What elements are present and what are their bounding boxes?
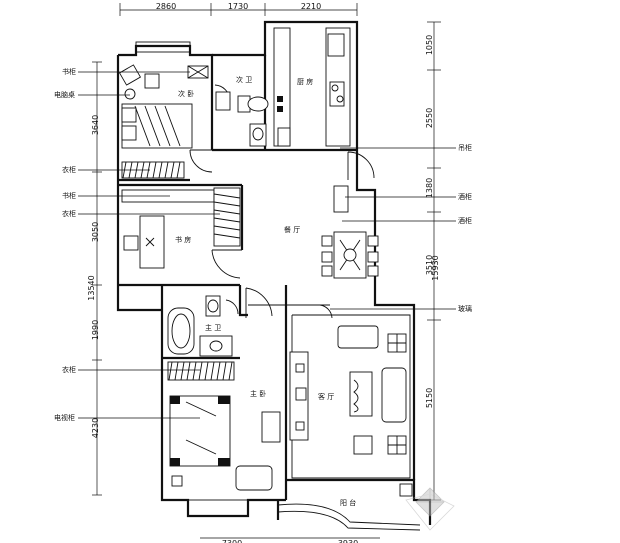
door-entry	[319, 304, 333, 319]
top-dim-1: 2860	[156, 2, 176, 11]
annotation-wine-cabinet-1: 酒柜	[458, 192, 472, 201]
bottom-dim-2: 3930	[338, 539, 358, 543]
right-dim-1: 1050	[425, 35, 434, 55]
annotation-wine-cabinet-2: 酒柜	[458, 216, 472, 225]
washer-icon	[399, 483, 413, 497]
right-dim-2: 2550	[425, 108, 434, 128]
top-dim-3: 2210	[301, 2, 321, 11]
master-bedroom-furniture	[167, 361, 281, 491]
chair-icon	[144, 73, 160, 89]
annotation-wall-cabinet: 吊柜	[458, 143, 472, 152]
bottom-dim-1: 7300	[222, 539, 242, 543]
room-label-dining: 餐 厅	[284, 225, 300, 234]
annotation-wardrobe-2: 衣柜	[62, 209, 76, 218]
dining-furniture	[321, 185, 379, 279]
left-dim-3: 1990	[91, 320, 100, 340]
kitchen-fixtures	[273, 27, 351, 147]
right-dimension-line: 1050 2550 1380 3510 15930 5150	[425, 21, 441, 501]
walls	[116, 20, 432, 531]
room-label-kitchen: 厨 房	[297, 77, 313, 86]
sofa-icon	[235, 465, 273, 491]
living-furniture	[289, 325, 413, 497]
right-dim-total: 15930	[431, 255, 440, 280]
room-label-second-bath: 次 卫	[236, 75, 252, 84]
coffee-table-icon	[349, 371, 373, 417]
fridge-icon	[277, 127, 291, 147]
desk-icon	[139, 215, 165, 269]
left-dim-4: 4230	[91, 418, 100, 438]
shower-icon	[215, 91, 231, 111]
chair-icon	[123, 235, 139, 251]
room-label-balcony: 阳 台	[340, 498, 356, 507]
bed-icon	[169, 395, 231, 467]
room-label-master-bath: 主 卫	[205, 323, 221, 332]
toilet-bowl-icon	[247, 96, 269, 112]
left-dimension-line: 3640 3050 13540 1990 4230	[87, 61, 102, 496]
annotation-wardrobe-1: 衣柜	[62, 165, 76, 174]
watermark-icon	[405, 487, 455, 531]
left-annotations: 书柜 电脑桌 衣柜 书柜 衣柜 衣柜 电视柜	[54, 67, 220, 422]
armchair-icon	[353, 435, 373, 455]
door-study	[211, 249, 242, 279]
annotation-bookcase-2: 书柜	[62, 191, 76, 200]
right-dim-4: 3510	[425, 255, 434, 275]
right-dim-3: 1380	[425, 178, 434, 198]
annotation-computer-desk: 电脑桌	[54, 90, 75, 99]
room-label-second-bedroom: 次 卧	[178, 89, 194, 98]
second-bedroom-furniture	[118, 64, 209, 179]
room-label-study: 书 房	[175, 235, 191, 244]
left-dim-2: 3050	[91, 222, 100, 242]
door-master-bath	[225, 299, 239, 315]
left-dim-1: 3640	[91, 115, 100, 135]
doors	[189, 84, 375, 319]
top-dimension-line: 2860 1730 2210	[119, 2, 358, 16]
left-dim-total: 13540	[87, 275, 96, 300]
master-bath-fixtures	[167, 295, 233, 357]
right-dim-5: 5150	[425, 388, 434, 408]
room-labels: 次 卧 次 卫 厨 房 书 房 餐 厅 主 卫 客 厅 主 卧 阳 台	[175, 75, 356, 507]
sink-icon	[327, 33, 345, 57]
room-label-master-bedroom: 主 卧	[250, 389, 266, 398]
lamp-icon	[124, 88, 136, 100]
room-label-living: 客 厅	[318, 392, 334, 401]
study-furniture	[121, 187, 241, 269]
door-kitchen	[347, 151, 375, 180]
armchair-icon	[337, 325, 379, 349]
door-second-bedroom	[189, 149, 213, 173]
door-master-bedroom	[245, 287, 273, 318]
second-bath-fixtures	[215, 91, 269, 147]
bottom-dimension-line: 7300 3930	[200, 537, 380, 543]
sofa-icon	[381, 367, 407, 423]
chair-icon	[118, 64, 142, 86]
top-dim-2: 1730	[228, 2, 248, 11]
annotation-bookcase-1: 书柜	[62, 67, 76, 76]
annotation-wardrobe-3: 衣柜	[62, 365, 76, 374]
right-annotations: 吊柜 酒柜 酒柜 玻璃	[330, 143, 472, 313]
tv-cabinet-icon	[261, 411, 281, 443]
annotation-glass: 玻璃	[458, 304, 472, 313]
wine-cabinet-icon	[333, 185, 349, 213]
annotation-tv-cabinet: 电视柜	[54, 413, 75, 422]
